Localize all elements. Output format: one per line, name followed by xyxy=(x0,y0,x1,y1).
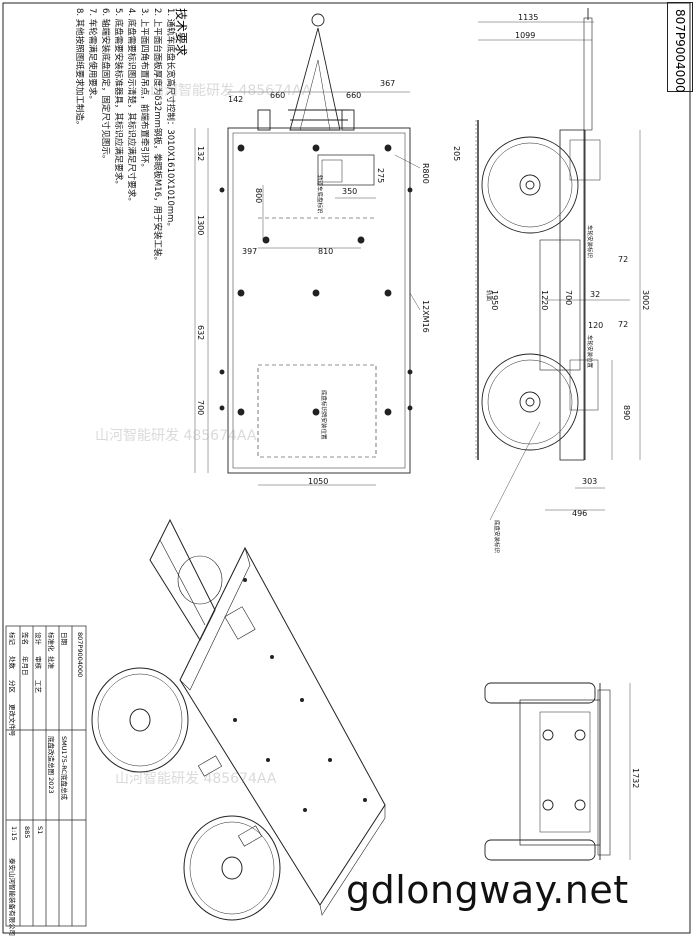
svg-text:1050: 1050 xyxy=(308,477,328,486)
tb-sheet: S1 xyxy=(36,826,44,835)
svg-text:1732: 1732 xyxy=(631,768,640,788)
svg-text:12XM16: 12XM16 xyxy=(421,300,430,333)
drawing-number-box: 807P9004000 xyxy=(667,2,693,93)
tb-row: 批准 xyxy=(47,656,55,669)
watermark: 山河智能研发 485674AA xyxy=(115,771,277,787)
tb-row: 更改文件号 xyxy=(8,704,16,737)
top-view xyxy=(194,13,421,486)
svg-text:72: 72 xyxy=(618,255,628,264)
tb-row: 年月日 xyxy=(21,656,29,676)
side-view xyxy=(475,8,641,521)
side-view-dims: 1135 1099 1950 1220 700 32 72 120 72 300… xyxy=(485,13,650,554)
svg-text:3002: 3002 xyxy=(641,290,650,310)
tb-scale: 1:15 xyxy=(10,826,18,841)
svg-text:660: 660 xyxy=(270,91,285,100)
tb-row: 审核 xyxy=(34,656,42,669)
tb-row: 签名 xyxy=(21,632,29,645)
svg-text:810: 810 xyxy=(318,247,333,256)
front-view-dims: 1732 xyxy=(631,768,640,788)
tb-row: 工艺 xyxy=(34,680,42,693)
svg-text:700: 700 xyxy=(196,400,205,415)
watermark: 山河智能研发 485674AA xyxy=(150,83,312,99)
title-block-frame xyxy=(5,625,87,927)
note-item: 6. 轴端安装底盘固定，固定尺寸见图示。 xyxy=(100,8,110,164)
svg-text:底盘安装标识: 底盘安装标识 xyxy=(493,520,501,554)
top-view-dims: 142 660 660 367 132 205 275 350 800 397 … xyxy=(196,79,461,486)
svg-text:1135: 1135 xyxy=(518,13,538,22)
svg-text:800: 800 xyxy=(254,188,263,203)
svg-text:R800: R800 xyxy=(421,163,430,184)
tb-weight: 885 xyxy=(23,826,31,839)
svg-text:轨道车底盘标识: 轨道车底盘标识 xyxy=(316,175,324,214)
title-block: 807P9004000 SMU175-RC底盘总成 底盘改造总图 2023 S1… xyxy=(6,626,84,936)
svg-text:1300: 1300 xyxy=(196,215,205,235)
svg-text:132: 132 xyxy=(196,146,205,161)
svg-text:底盘标识牌安装位置: 底盘标识牌安装位置 xyxy=(320,390,328,440)
svg-text:275: 275 xyxy=(376,168,385,183)
tb-row: 设计 xyxy=(34,632,42,645)
front-view xyxy=(484,682,631,861)
tb-company: 泰安山河智能装备有限公司 xyxy=(8,858,16,936)
svg-text:1950: 1950 xyxy=(490,290,499,310)
svg-text:303: 303 xyxy=(582,477,597,486)
svg-text:车轮安装标识: 车轮安装标识 xyxy=(586,225,594,259)
note-item: 5. 底盘需要安装标准器具，其标识应满足要求。 xyxy=(113,8,123,189)
svg-text:350: 350 xyxy=(342,187,357,196)
svg-text:142: 142 xyxy=(228,95,243,104)
watermark: 山河智能研发 485674AA xyxy=(95,428,257,444)
svg-text:1220: 1220 xyxy=(540,290,549,310)
tb-row: 处数 xyxy=(8,656,16,669)
svg-text:367: 367 xyxy=(380,79,395,88)
tb-row: 标记 xyxy=(8,632,16,645)
tb-name: SMU175-RC底盘总成 xyxy=(60,736,68,800)
note-item: 7. 车轮需满足使用要求。 xyxy=(87,8,97,104)
note-item: 8. 其他按照图纸要求加工制造。 xyxy=(74,8,84,130)
svg-text:车轮安装位置: 车轮安装位置 xyxy=(586,335,594,369)
website-watermark: gdlongway.net xyxy=(346,868,629,912)
iso-view xyxy=(91,518,386,921)
svg-text:32: 32 xyxy=(590,290,600,299)
tb-row: 日期 xyxy=(60,632,68,645)
tb-code: 807P9004000 xyxy=(76,632,84,678)
svg-text:700: 700 xyxy=(564,290,573,305)
svg-text:632: 632 xyxy=(196,325,205,340)
svg-text:205: 205 xyxy=(452,146,461,161)
note-item: 1. 通轨车底盘长宽高尺寸控制：3010X1610X1010mm。 xyxy=(165,8,175,231)
svg-text:890: 890 xyxy=(622,405,631,420)
svg-text:1099: 1099 xyxy=(515,31,535,40)
tb-row: 分区 xyxy=(8,680,16,693)
note-item: 2. 上平面台面板厚度为δ32mm钢板，拳眼板M16，用于安装工装。 xyxy=(152,8,162,266)
drawing-number: 807P9004000 xyxy=(673,9,687,93)
svg-text:397: 397 xyxy=(242,247,257,256)
svg-text:120: 120 xyxy=(588,321,603,330)
svg-text:660: 660 xyxy=(346,91,361,100)
svg-text:轨面: 轨面 xyxy=(485,290,493,302)
note-item: 4. 底盘需要标识图示清楚，其标识应满足尺寸要求。 xyxy=(126,8,136,206)
tb-name2: 底盘改造总图 2023 xyxy=(47,736,55,794)
tb-row: 标准化 xyxy=(47,632,55,652)
svg-text:72: 72 xyxy=(618,320,628,329)
svg-text:496: 496 xyxy=(572,509,587,518)
